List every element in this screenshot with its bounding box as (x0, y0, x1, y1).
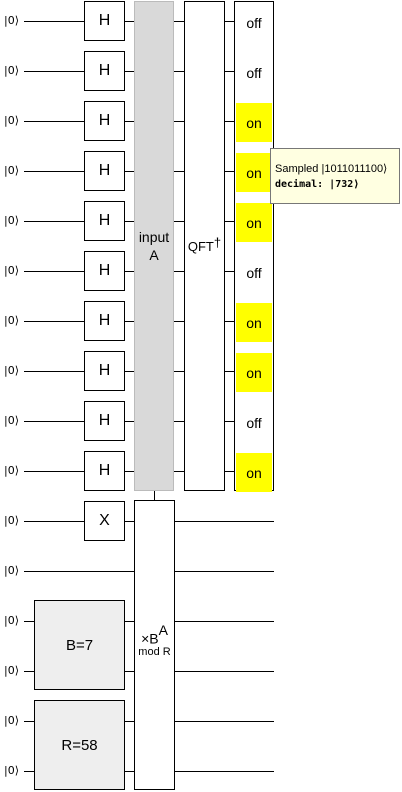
qubit-wire (22, 471, 234, 472)
qubit-wire (22, 221, 234, 222)
input-a-gate[interactable]: input A (134, 1, 174, 491)
qubit-wire (22, 121, 234, 122)
r-input-box[interactable]: R=58 (34, 700, 125, 790)
qubit-ket-label: |0⟩ (4, 765, 24, 777)
qubit-ket-label: |0⟩ (4, 715, 24, 727)
output-cell-on[interactable]: on (236, 453, 272, 492)
qubit-ket-label: |0⟩ (4, 265, 24, 277)
output-cell-off[interactable]: off (246, 64, 262, 81)
qubit-ket-label: |0⟩ (4, 215, 24, 227)
h-gate[interactable]: H (84, 351, 125, 391)
qubit-ket-label: |0⟩ (4, 415, 24, 427)
output-cell-off[interactable]: off (246, 414, 262, 431)
output-cell-on[interactable]: on (236, 103, 272, 142)
h-gate[interactable]: H (84, 151, 125, 191)
sample-tooltip: Sampled |1011011100⟩ decimal: |732⟩ (270, 148, 400, 204)
qubit-ket-label: |0⟩ (4, 565, 24, 577)
input-gate-line2: A (149, 247, 159, 263)
qft-dagger-sup: † (213, 234, 222, 250)
qubit-ket-label: |0⟩ (4, 465, 24, 477)
qubit-wire (22, 271, 234, 272)
b-input-label: B=7 (65, 636, 94, 654)
qubit-ket-label: |0⟩ (4, 315, 24, 327)
qubit-wire (22, 421, 234, 422)
qubit-wire (22, 321, 234, 322)
qft-dagger-gate[interactable]: QFT† (184, 1, 225, 491)
qubit-ket-label: |0⟩ (4, 665, 24, 677)
output-cell-on[interactable]: on (236, 303, 272, 342)
h-gate[interactable]: H (84, 251, 125, 291)
output-cell-on[interactable]: on (236, 203, 272, 242)
tooltip-sampled: Sampled |1011011100⟩ (275, 163, 388, 175)
qubit-wire (22, 371, 234, 372)
multiply-mod-gate[interactable]: ×BA mod R (134, 500, 175, 790)
qubit-ket-label: |0⟩ (4, 515, 24, 527)
mult-sub: mod R (138, 646, 171, 659)
h-gate[interactable]: H (84, 451, 125, 491)
input-to-mult-connector (154, 491, 155, 501)
output-display-column: off off on on on off on on off on (234, 1, 274, 492)
b-input-box[interactable]: B=7 (34, 600, 125, 690)
h-gate[interactable]: H (84, 101, 125, 141)
h-gate[interactable]: H (84, 301, 125, 341)
r-input-label: R=58 (61, 736, 98, 754)
h-gate[interactable]: H (84, 201, 125, 241)
h-gate[interactable]: H (84, 51, 125, 91)
qubit-wire (22, 71, 234, 72)
qubit-ket-label: |0⟩ (4, 615, 24, 627)
output-cell-off[interactable]: off (246, 14, 262, 31)
mult-sup: A (158, 621, 168, 638)
qubit-wire (22, 171, 234, 172)
qubit-ket-label: |0⟩ (4, 65, 24, 77)
qubit-ket-label: |0⟩ (4, 165, 24, 177)
mult-prefix: ×B (141, 630, 159, 647)
qubit-ket-label: |0⟩ (4, 15, 24, 27)
output-cell-on[interactable]: on (236, 153, 272, 192)
x-gate[interactable]: X (84, 501, 125, 541)
h-gate[interactable]: H (84, 1, 125, 41)
qubit-ket-label: |0⟩ (4, 115, 24, 127)
h-gate[interactable]: H (84, 401, 125, 441)
output-cell-off[interactable]: off (246, 264, 262, 281)
qft-label: QFT (187, 238, 214, 254)
tooltip-decimal: decimal: |732⟩ (275, 179, 360, 190)
input-gate-line1: input (138, 229, 170, 245)
qubit-ket-label: |0⟩ (4, 365, 24, 377)
output-cell-on[interactable]: on (236, 353, 272, 392)
qubit-wire (22, 21, 234, 22)
